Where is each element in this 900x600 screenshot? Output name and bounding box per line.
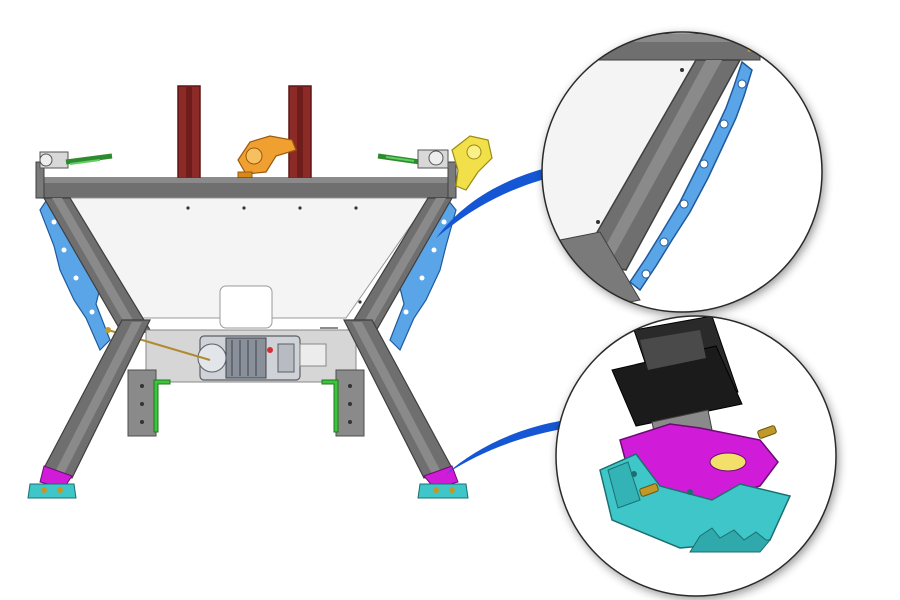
detail-callout-bottom <box>555 315 837 597</box>
right-tensioner <box>377 149 449 169</box>
winch-motor <box>197 327 338 381</box>
leader-line-top <box>436 168 548 238</box>
left-tensioner <box>39 151 113 169</box>
inner-posts <box>127 369 365 437</box>
lower-leg-left <box>43 319 151 479</box>
access-window <box>219 285 273 329</box>
upper-diagonal-members <box>42 197 454 341</box>
main-hopper-view <box>27 85 493 499</box>
green-brackets <box>153 379 339 433</box>
yellow-spout <box>451 135 493 191</box>
vertical-columns <box>177 85 312 181</box>
orange-spout <box>237 135 297 181</box>
foot-pad-left <box>27 465 77 499</box>
leader-line-bottom <box>446 420 568 474</box>
blue-lug-bracket-detail-icon <box>542 32 822 312</box>
detail-callout-top <box>541 31 823 313</box>
brass-bolts <box>639 425 777 497</box>
foot-pad-detail-icon <box>556 316 836 596</box>
